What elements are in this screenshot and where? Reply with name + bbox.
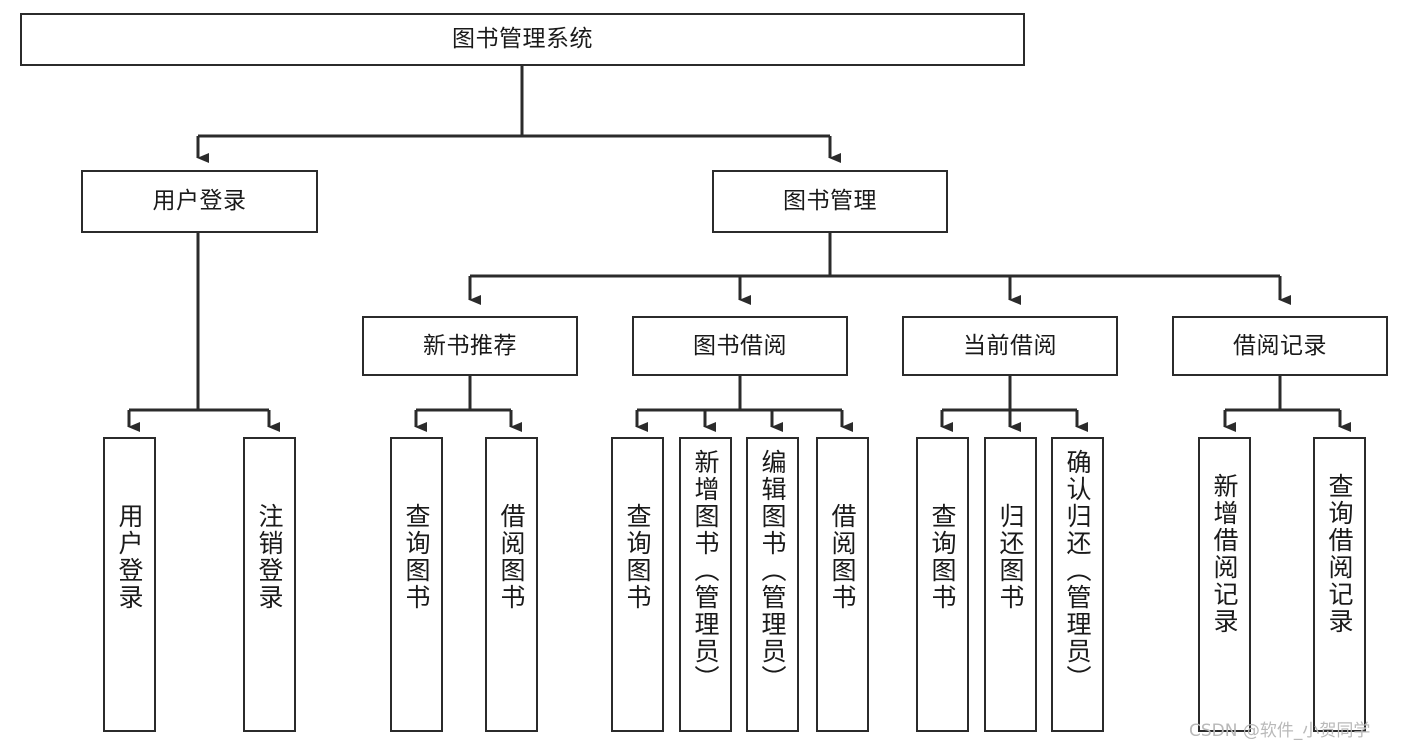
node-label: 新书推荐 (423, 332, 517, 359)
node-label: 查询图书 (623, 503, 652, 611)
node-new-book-recommendation[interactable]: 新书推荐 (362, 316, 578, 376)
node-label: 借阅图书 (828, 503, 857, 611)
leaf-borrow-add-book-admin[interactable]: 新增图书（管理员） (679, 437, 732, 732)
node-label: 查询图书 (928, 503, 957, 611)
node-label: 查询图书 (402, 503, 431, 611)
leaf-new-book-borrow[interactable]: 借阅图书 (485, 437, 538, 732)
node-root-system[interactable]: 图书管理系统 (20, 13, 1025, 66)
node-label: 确认归还（管理员） (1063, 449, 1092, 692)
leaf-borrow-edit-book-admin[interactable]: 编辑图书（管理员） (746, 437, 799, 732)
leaf-new-book-query[interactable]: 查询图书 (390, 437, 443, 732)
node-label: 新增图书（管理员） (691, 449, 720, 692)
leaf-borrow-borrow-book[interactable]: 借阅图书 (816, 437, 869, 732)
node-label: 借阅记录 (1233, 332, 1327, 359)
watermark-text: CSDN @软件_小贺同学 (1189, 721, 1371, 741)
leaf-record-add-borrow-record[interactable]: 新增借阅记录 (1198, 437, 1251, 732)
leaf-record-query-borrow-record[interactable]: 查询借阅记录 (1313, 437, 1366, 732)
node-book-borrow[interactable]: 图书借阅 (632, 316, 848, 376)
node-label: 注销登录 (255, 503, 284, 611)
node-label: 用户登录 (152, 188, 247, 215)
node-current-borrow[interactable]: 当前借阅 (902, 316, 1118, 376)
leaf-borrow-query-book[interactable]: 查询图书 (611, 437, 664, 732)
node-label: 借阅图书 (497, 503, 526, 611)
node-label: 图书借阅 (693, 332, 787, 359)
leaf-user-login-signout[interactable]: 注销登录 (243, 437, 296, 732)
node-label: 新增借阅记录 (1210, 473, 1239, 635)
node-label: 图书管理系统 (452, 26, 593, 53)
leaf-current-return-book[interactable]: 归还图书 (984, 437, 1037, 732)
leaf-current-confirm-return-admin[interactable]: 确认归还（管理员） (1051, 437, 1104, 732)
node-label: 图书管理 (783, 188, 877, 215)
leaf-user-login-signin[interactable]: 用户登录 (103, 437, 156, 732)
node-label: 当前借阅 (963, 332, 1057, 359)
node-borrow-record[interactable]: 借阅记录 (1172, 316, 1388, 376)
node-user-login[interactable]: 用户登录 (81, 170, 318, 233)
node-label: 查询借阅记录 (1325, 473, 1354, 635)
node-label: 用户登录 (115, 503, 144, 611)
node-label: 归还图书 (996, 503, 1025, 611)
leaf-current-query-book[interactable]: 查询图书 (916, 437, 969, 732)
node-label: 编辑图书（管理员） (758, 449, 787, 692)
node-book-manage[interactable]: 图书管理 (712, 170, 948, 233)
